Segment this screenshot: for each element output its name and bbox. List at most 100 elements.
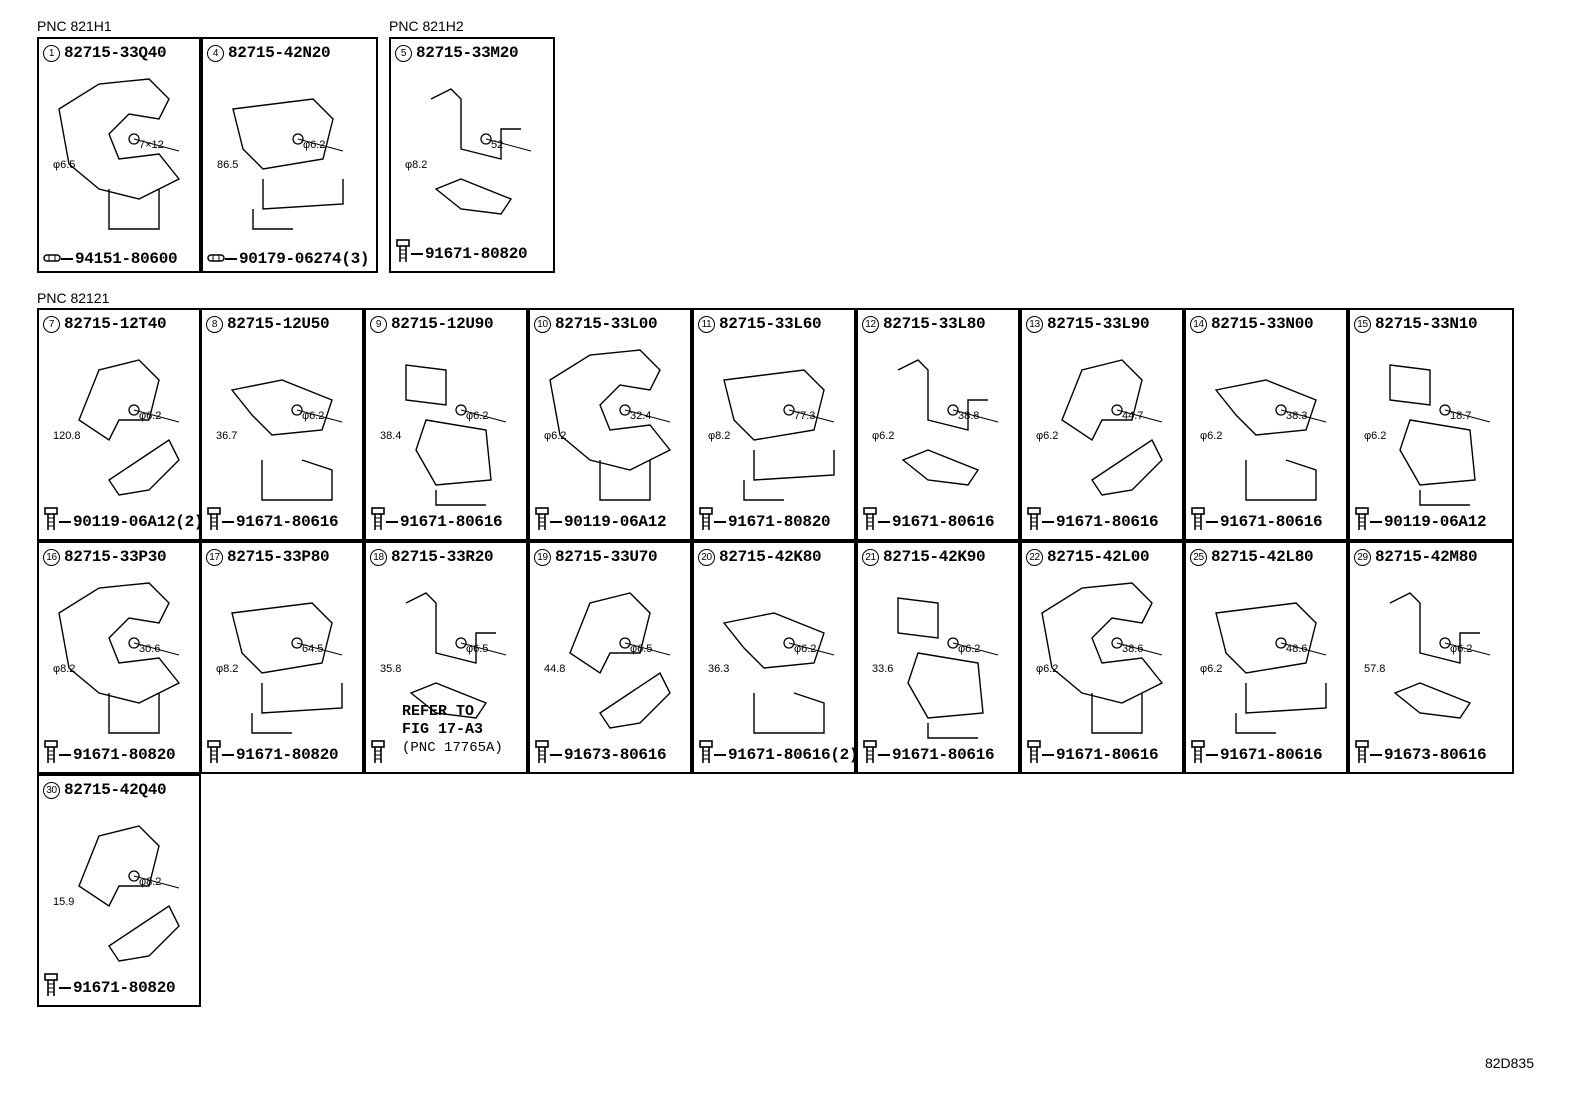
mounting-hole bbox=[480, 133, 492, 145]
dimension-label: 7×12 bbox=[139, 139, 164, 151]
leader-line bbox=[133, 138, 180, 152]
leader-dash bbox=[411, 252, 423, 255]
fastener-callout: 90119-06A12(2) bbox=[43, 507, 204, 536]
dimension-label: 44.8 bbox=[544, 663, 566, 675]
leader-dash bbox=[386, 520, 398, 523]
dimension-label: φ6.2 bbox=[139, 410, 162, 422]
leader-dash bbox=[550, 753, 562, 756]
mounting-hole bbox=[1111, 404, 1123, 416]
dimension-label: 38.8 bbox=[958, 410, 980, 422]
mounting-hole bbox=[1275, 637, 1287, 649]
dimension-label: φ6.5 bbox=[466, 643, 489, 655]
leader-dash bbox=[1370, 753, 1382, 756]
part-number: 82715-42Q40 bbox=[64, 781, 167, 799]
fastener-part-number: 91671-80820 bbox=[236, 745, 339, 764]
fastener-part-number: 90119-06A12(2) bbox=[73, 512, 204, 531]
dimension-label: 48.6 bbox=[1286, 643, 1308, 655]
leader-line bbox=[624, 409, 671, 423]
dimension-label: 33.6 bbox=[872, 663, 894, 675]
part-number: 82715-42N20 bbox=[228, 44, 331, 62]
bracket-drawing bbox=[1214, 379, 1327, 501]
bracket-drawing bbox=[1215, 602, 1327, 734]
fastener-callout: 91671-80616 bbox=[206, 507, 339, 536]
dimension-label: φ8.2 bbox=[405, 159, 428, 171]
fastener-part-number: 91671-80616 bbox=[1056, 745, 1159, 764]
bracket-drawing bbox=[897, 359, 999, 486]
dimension-label: φ8.2 bbox=[708, 430, 731, 442]
bracket-outline bbox=[569, 592, 671, 729]
bolt-icon bbox=[862, 740, 878, 769]
callout-number: 8 bbox=[206, 315, 223, 333]
bracket-drawing bbox=[405, 364, 507, 506]
bolt-icon bbox=[1026, 507, 1042, 536]
fastener-part-number: 91671-80616 bbox=[1220, 512, 1323, 531]
dimension-label: 64.5 bbox=[302, 643, 324, 655]
fastener-callout: 91671-80820 bbox=[206, 740, 339, 769]
bracket-outline bbox=[405, 364, 492, 506]
fastener-callout: 91671-80616 bbox=[1026, 740, 1159, 769]
part-number: 82715-42M80 bbox=[1375, 548, 1478, 566]
dimension-label: 36.3 bbox=[708, 663, 730, 675]
bracket-outline bbox=[897, 359, 988, 486]
leader-dash bbox=[878, 753, 890, 756]
fastener-callout bbox=[370, 740, 386, 769]
fastener-part-number: 91671-80820 bbox=[728, 512, 831, 531]
bracket-outline bbox=[78, 359, 180, 496]
fastener-part-number: 91671-80616 bbox=[1220, 745, 1323, 764]
callout-number: 16 bbox=[43, 548, 60, 566]
bracket-outline bbox=[1041, 582, 1164, 734]
bracket-drawing bbox=[430, 88, 532, 215]
mounting-hole bbox=[1439, 404, 1451, 416]
mounting-hole bbox=[1439, 637, 1451, 649]
dimension-label: φ6.2 bbox=[544, 430, 567, 442]
part-number: 82715-33N00 bbox=[1211, 315, 1314, 333]
bolt-icon bbox=[1026, 740, 1042, 769]
callout-number: 4 bbox=[207, 44, 224, 62]
mounting-hole bbox=[128, 870, 140, 882]
dimension-label: 38.4 bbox=[380, 430, 402, 442]
callout-number: 10 bbox=[534, 315, 551, 333]
dimension-label: 86.5 bbox=[217, 159, 239, 171]
bolt-icon bbox=[1354, 507, 1370, 536]
dimension-label: φ6.5 bbox=[53, 159, 76, 171]
leader-line bbox=[296, 409, 343, 423]
leader-line bbox=[485, 138, 532, 152]
bracket-outline bbox=[232, 98, 344, 230]
leader-dash bbox=[550, 520, 562, 523]
fastener-part-number: 90119-06A12 bbox=[564, 512, 667, 531]
fastener-callout: 91673-80616 bbox=[1354, 740, 1487, 769]
leader-line bbox=[460, 642, 507, 656]
dimension-label: 52 bbox=[491, 139, 504, 151]
group-label-pnc-821h1: PNC 821H1 bbox=[37, 18, 112, 34]
bracket-drawing bbox=[405, 592, 507, 719]
dimension-label: 44.7 bbox=[1122, 410, 1144, 422]
